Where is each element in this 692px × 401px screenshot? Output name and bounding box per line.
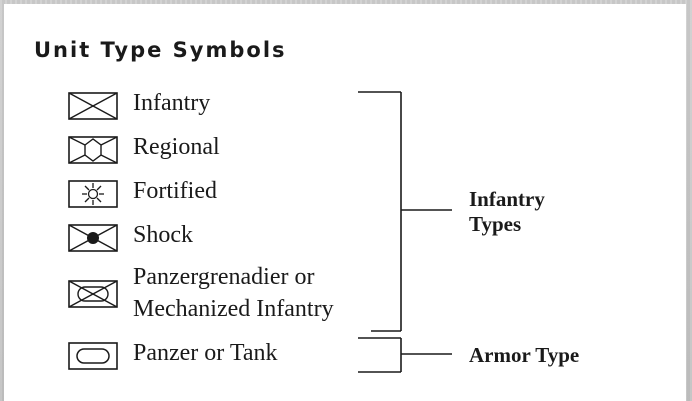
regional-symbol-icon — [68, 136, 118, 164]
panzergrenadier-label-line2: Mechanized Infantry — [133, 296, 334, 322]
panzer-label: Panzer or Tank — [133, 340, 278, 366]
armor-type-label: Armor Type — [469, 343, 580, 367]
fortified-label: Fortified — [133, 178, 217, 204]
panzergrenadier-symbol-icon — [68, 280, 118, 308]
infantry-types-label-line1: Infantry — [469, 187, 545, 211]
infantry-bracket — [358, 91, 452, 332]
panel-title: Unit Type Symbols — [34, 38, 287, 62]
regional-label: Regional — [133, 134, 220, 160]
armor-bracket — [358, 337, 452, 373]
infantry-symbol-icon — [68, 92, 118, 120]
infantry-types-label-line2: Types — [469, 212, 522, 236]
shock-symbol-icon — [68, 224, 118, 252]
fortified-symbol-icon — [68, 180, 118, 208]
infantry-label: Infantry — [133, 90, 211, 116]
shock-label: Shock — [133, 222, 193, 248]
group-brackets — [358, 91, 452, 373]
symbols-panel: Unit Type Symbols Infantry Regional — [4, 4, 686, 401]
panzer-symbol-icon — [68, 342, 118, 370]
panzergrenadier-label-line1: Panzergrenadier or — [133, 264, 315, 290]
